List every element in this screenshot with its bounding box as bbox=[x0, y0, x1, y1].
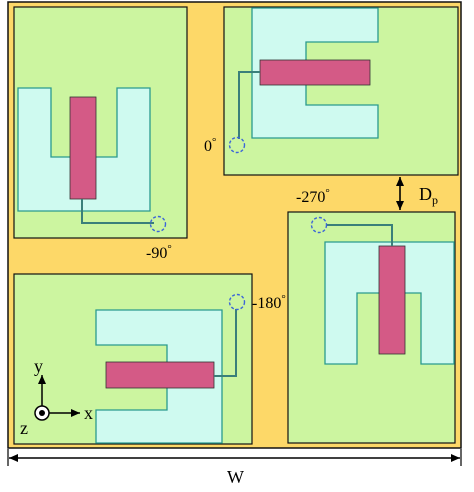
feed-line-bottom-left bbox=[214, 309, 237, 377]
u-slot-top-left bbox=[17, 87, 151, 212]
x-axis-label: x bbox=[84, 403, 93, 423]
w-label: W bbox=[227, 467, 244, 487]
phase-label-minus-180: -180° bbox=[252, 293, 286, 312]
u-slot-bottom-left bbox=[95, 309, 223, 444]
feed-port-bottom-right bbox=[310, 216, 328, 234]
feed-port-top-left bbox=[149, 215, 167, 233]
feed-stub-top-left bbox=[69, 96, 97, 200]
element-top-right bbox=[223, 6, 459, 176]
phase-label-minus-90: -90° bbox=[146, 243, 172, 262]
feed-stub-bottom-left bbox=[105, 361, 215, 389]
u-slot-top-right bbox=[251, 7, 379, 139]
feed-port-top-right bbox=[228, 136, 246, 154]
dp-label: Dp bbox=[419, 184, 438, 207]
feed-stub-bottom-right bbox=[378, 245, 406, 355]
phase-label-0: 0° bbox=[204, 136, 216, 155]
element-bottom-right bbox=[287, 211, 456, 444]
z-axis-label: z bbox=[20, 418, 28, 438]
u-slot-bottom-right bbox=[324, 241, 455, 365]
y-axis-label: y bbox=[34, 356, 43, 376]
feed-line-top-right bbox=[238, 71, 260, 139]
element-top-left bbox=[13, 6, 188, 239]
z-axis-dot bbox=[39, 410, 45, 416]
feed-line-top-left bbox=[81, 199, 154, 224]
element-bottom-left bbox=[13, 273, 253, 445]
feed-port-bottom-left bbox=[228, 293, 246, 311]
phase-label-minus-270: -270° bbox=[296, 187, 330, 206]
feed-line-bottom-right bbox=[326, 224, 393, 246]
feed-stub-top-right bbox=[259, 59, 371, 86]
coordinate-axes: y x z bbox=[20, 356, 93, 438]
